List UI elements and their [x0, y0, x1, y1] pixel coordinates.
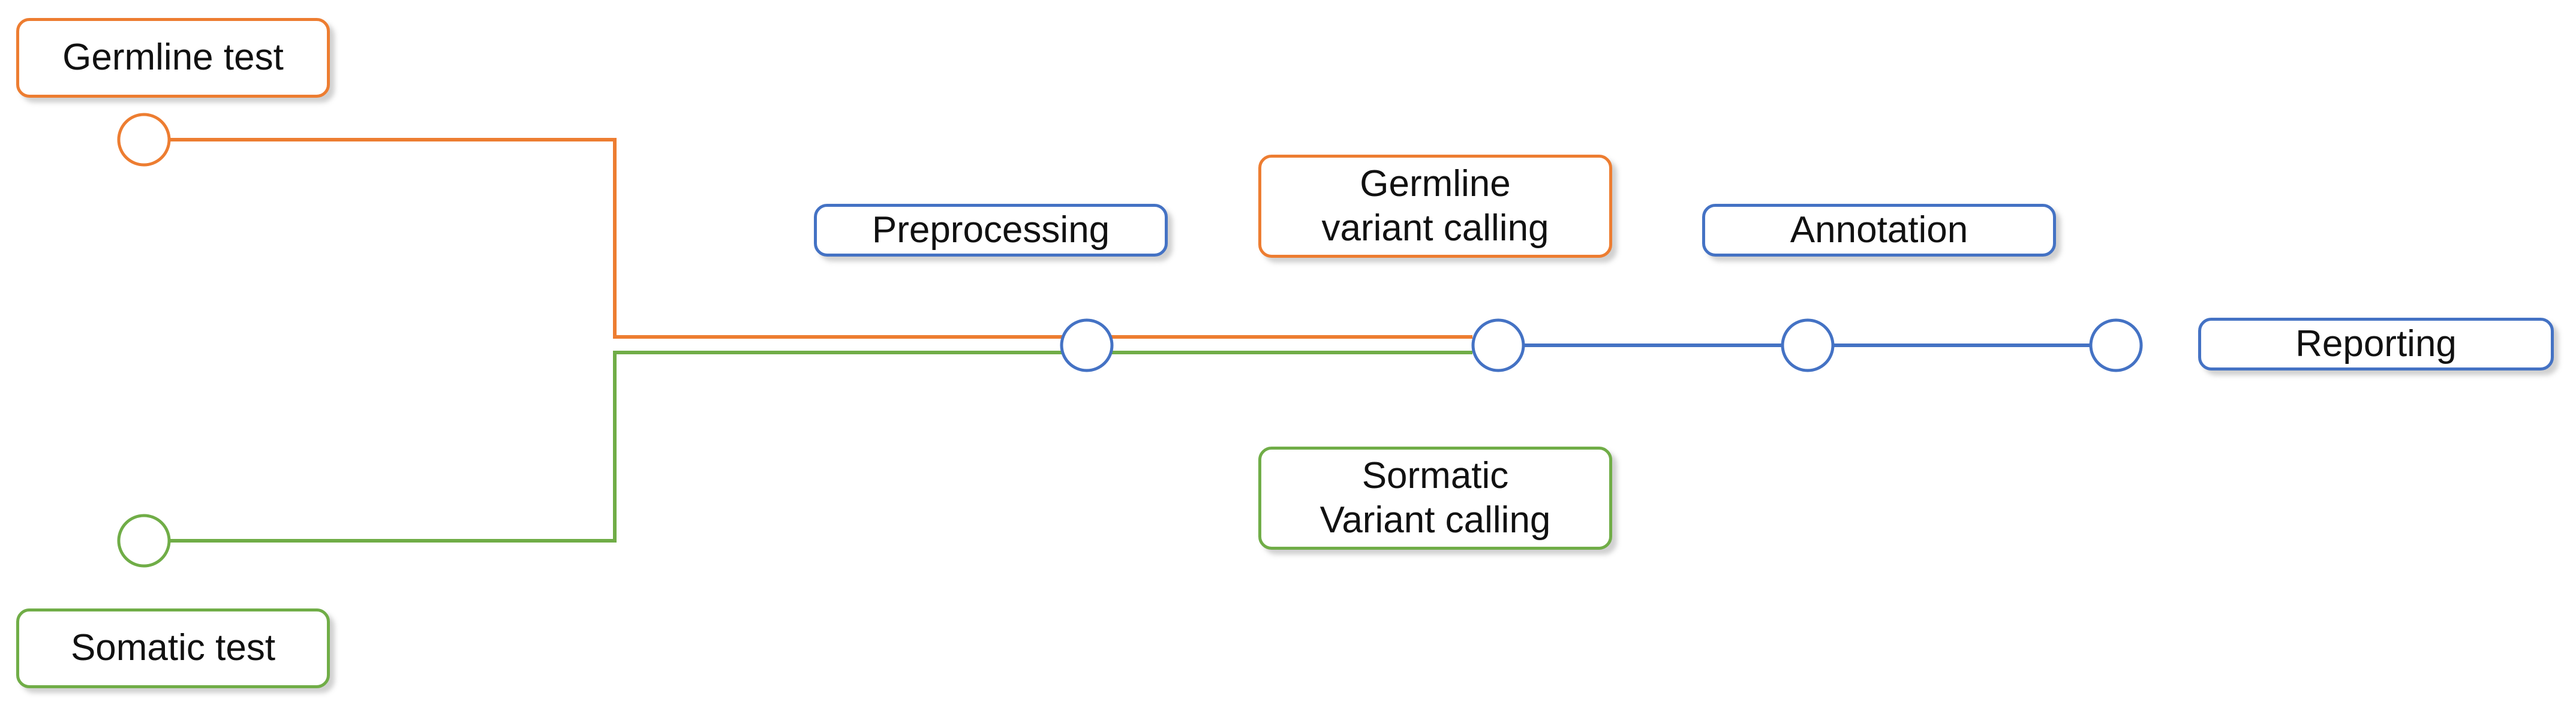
reporting-box: Reporting — [2198, 318, 2554, 370]
germline-test-label: Germline test — [62, 37, 284, 79]
germline-variant-calling-box: Germline variant calling — [1258, 155, 1612, 258]
variant-calling-node — [1471, 318, 1525, 372]
preprocessing-label: Preprocessing — [871, 209, 1110, 251]
annotation-node — [1781, 318, 1835, 372]
somatic-test-box: Somatic test — [16, 608, 330, 688]
germline-test-box: Germline test — [16, 18, 330, 98]
germline-line — [169, 138, 1472, 339]
annotation-label: Annotation — [1790, 209, 1968, 251]
somatic-test-label: Somatic test — [70, 627, 276, 669]
annotation-box: Annotation — [1702, 204, 2056, 257]
somatic-line — [169, 351, 1472, 543]
somatic-start-node — [117, 514, 171, 568]
somatic-variant-calling-label: Sormatic Variant calling — [1319, 454, 1551, 541]
somatic-variant-calling-box: Sormatic Variant calling — [1258, 447, 1612, 550]
reporting-label: Reporting — [2295, 323, 2457, 364]
reporting-node — [2089, 318, 2143, 372]
germline-variant-calling-label: Germline variant calling — [1321, 162, 1549, 249]
preprocessing-box: Preprocessing — [814, 204, 1168, 257]
germline-start-node — [117, 113, 171, 167]
preprocessing-node — [1060, 318, 1114, 372]
